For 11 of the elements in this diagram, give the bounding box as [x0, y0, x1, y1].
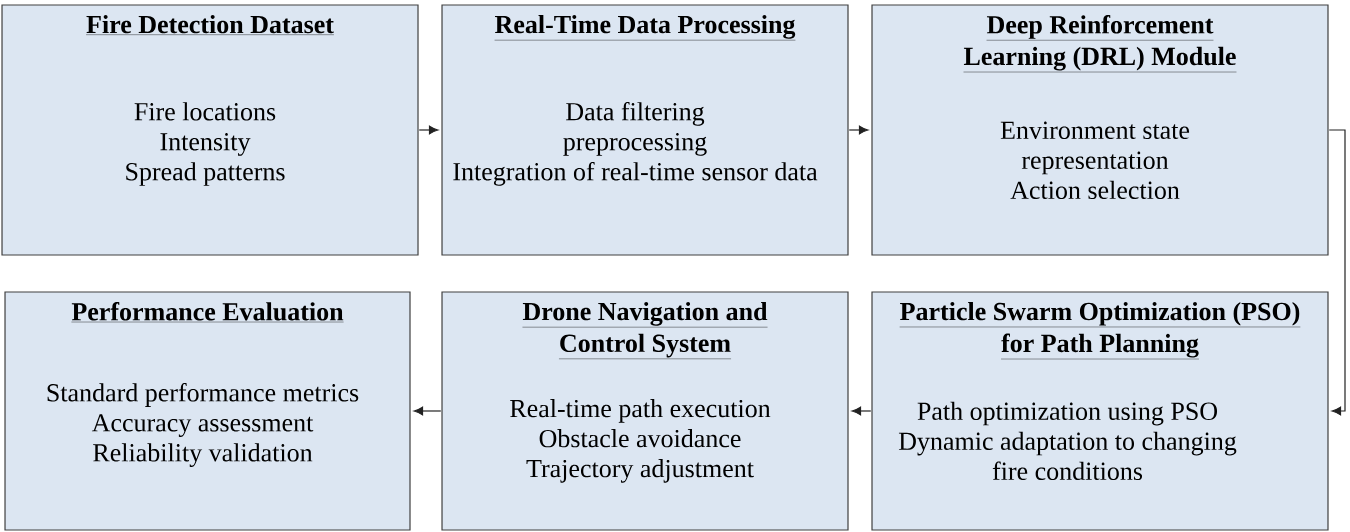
- process-box: Fire Detection Dataset Fire locations Intensity Spread patterns: [1, 4, 419, 256]
- process-box: Drone Navigation and Control System Real-time path execution Obstacle avoidance Trajectory adjustment: [441, 291, 849, 531]
- arrow: [851, 406, 872, 416]
- arrow: [413, 406, 442, 416]
- arrow: [418, 125, 439, 135]
- arrow: [848, 125, 869, 135]
- process-box: Particle Swarm Optimization (PSO) for Path Planning Path optimization using PSO Dynamic adaptation to changing fire conditions: [871, 291, 1329, 531]
- process-box: Deep Reinforcement Learning (DRL) Module Environment state representation Action selection: [871, 4, 1329, 256]
- process-box: Performance Evaluation Standard performance metrics Accuracy assessment Reliability validation: [4, 291, 411, 531]
- arrow: [1328, 129, 1346, 416]
- process-box: Real-Time Data Processing Data filtering preprocessing Integration of real-time sensor data: [441, 4, 849, 256]
